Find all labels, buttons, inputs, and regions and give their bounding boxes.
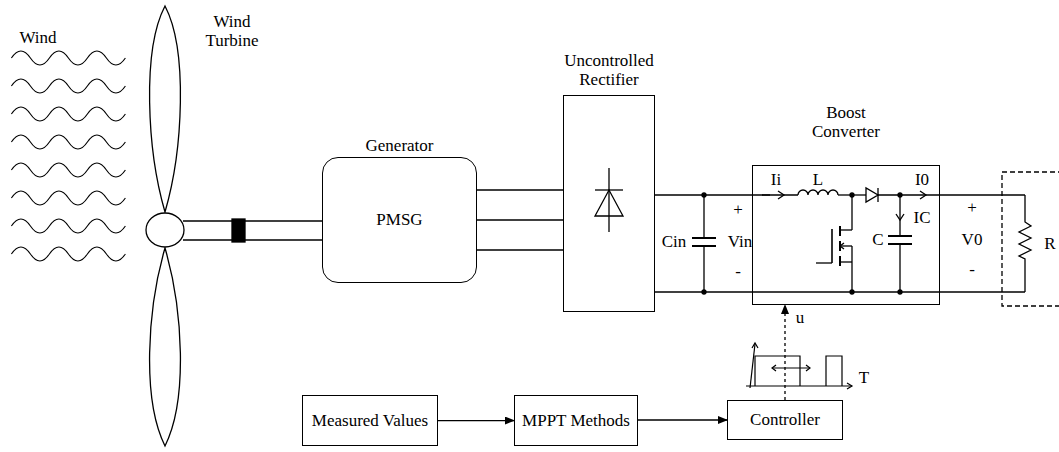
signal-label: u <box>796 309 805 328</box>
process-box: Controller <box>727 400 843 440</box>
node-text: MPPT Methods <box>518 409 634 433</box>
wind-wave <box>11 51 125 65</box>
wind-wave <box>11 163 125 177</box>
connector <box>438 420 514 421</box>
current-arrow <box>896 214 904 220</box>
generator-box: GeneratorPMSG <box>322 157 477 283</box>
signal-label: + <box>967 199 977 218</box>
inductor <box>798 190 838 195</box>
turbine-blade <box>150 248 181 446</box>
node-heading: Uncontrolled Rectifier <box>552 51 667 90</box>
turbine-blade <box>150 6 181 212</box>
wind-wave <box>11 219 125 233</box>
resistor-symbol <box>1019 195 1031 292</box>
node-text: PMSG <box>372 208 426 232</box>
node-heading: Boost Converter <box>799 103 894 142</box>
wind-wave <box>11 191 125 205</box>
boost-circuit <box>752 188 940 294</box>
coupling <box>232 219 245 242</box>
signal-label: R <box>1044 235 1055 254</box>
signal-label: Vin <box>728 233 752 252</box>
diode <box>866 188 878 202</box>
load-box <box>1002 172 1059 306</box>
signal-label: Cin <box>662 233 687 252</box>
connector <box>638 419 727 420</box>
turbine-hub <box>146 213 184 247</box>
wind-wave <box>11 247 125 261</box>
process-box: MPPT Methods <box>514 395 638 446</box>
load <box>940 172 1059 306</box>
signal-label: + <box>733 201 743 220</box>
signal-label: V0 <box>962 231 983 250</box>
shaft <box>183 220 322 221</box>
signal-label: - <box>735 263 741 282</box>
component-label: Wind Turbine <box>197 13 267 50</box>
wind-wave <box>11 135 125 149</box>
process-box: Measured Values <box>302 395 438 446</box>
rectifier-box: Uncontrolled Rectifier <box>563 95 655 312</box>
signal-label: I0 <box>915 171 929 190</box>
current-arrow <box>778 191 784 199</box>
signal-label: - <box>969 261 975 280</box>
connector <box>784 305 785 400</box>
wind-wave <box>11 107 125 121</box>
node-text: Controller <box>746 408 824 432</box>
signal-label: Ii <box>771 171 781 190</box>
dc-link <box>655 193 752 294</box>
signal-label: C <box>872 231 883 250</box>
signal-label: IC <box>914 209 931 228</box>
rectifier-diode <box>595 168 623 232</box>
signal-label: L <box>813 171 823 190</box>
current-arrow <box>920 191 926 199</box>
shaft <box>183 239 322 240</box>
signal-label: T <box>859 369 869 388</box>
connector <box>477 189 563 190</box>
wind-waves <box>11 51 125 261</box>
node-heading: Generator <box>366 136 434 156</box>
connector <box>477 249 563 250</box>
node-text: Measured Values <box>308 409 432 433</box>
pwm-waveform <box>746 343 852 389</box>
connector <box>477 219 563 220</box>
wind-wave <box>11 79 125 93</box>
wind-turbine <box>146 6 322 446</box>
signal-label: Wind <box>19 29 56 48</box>
